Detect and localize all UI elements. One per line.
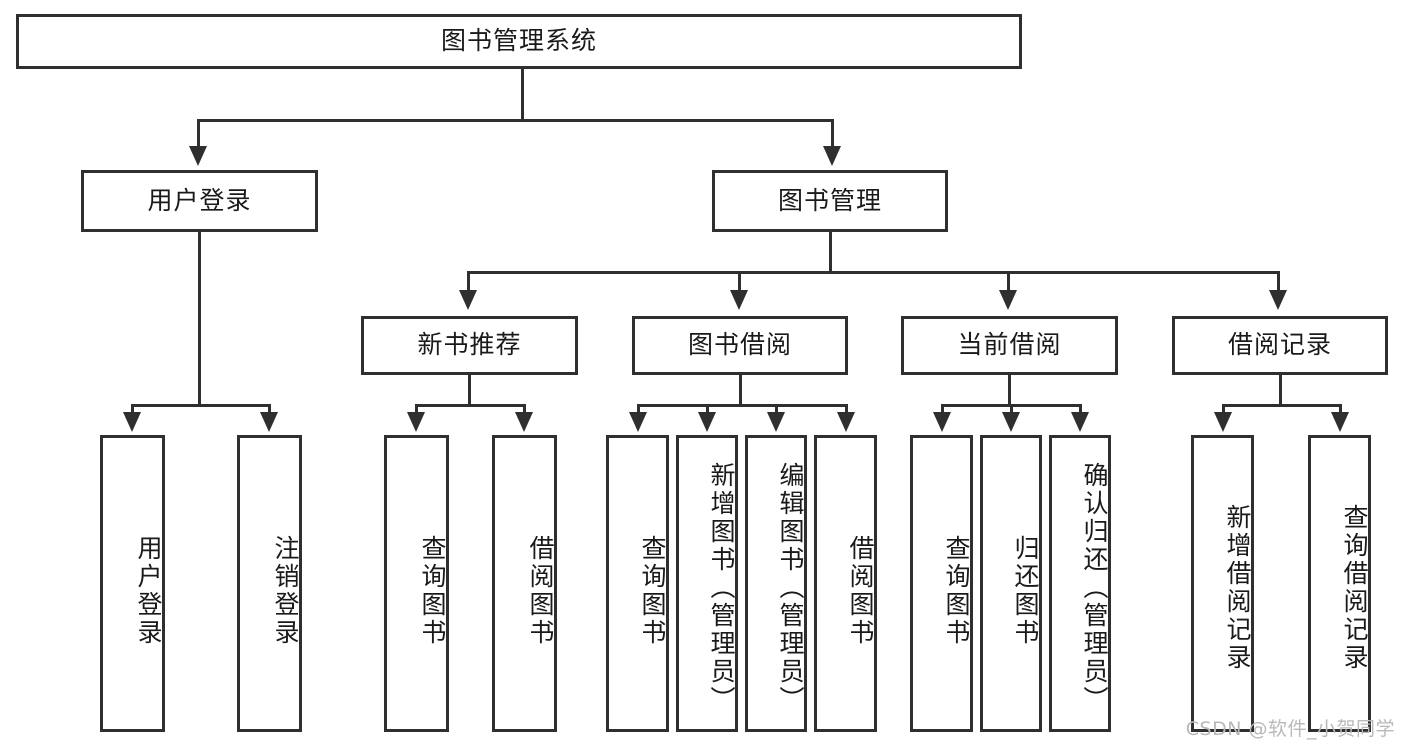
arrowhead-root-to-bookmgmt bbox=[823, 146, 841, 166]
arrowhead-recommend-to-leaf-1 bbox=[407, 412, 425, 432]
arrowhead-borrow-to-leaf-4 bbox=[837, 412, 855, 432]
edge-current-to-leaf-3 bbox=[1079, 404, 1082, 415]
node-label: 图书管理 bbox=[777, 185, 882, 215]
edge-borrow-stem bbox=[739, 375, 742, 406]
edge-record-to-leaf-2 bbox=[1339, 404, 1342, 415]
node-label: 编辑图书（管理员） bbox=[776, 461, 805, 714]
edge-recommend-stem bbox=[468, 375, 471, 406]
arrowhead-record-to-leaf-1 bbox=[1214, 412, 1232, 432]
arrowhead-bookmgmt-to-l3-1 bbox=[459, 290, 477, 310]
edge-login-bus bbox=[131, 404, 268, 407]
leaf-borrow-add-book[interactable]: 新增图书（管理员） bbox=[676, 435, 738, 732]
edge-root-to-bookmgmt bbox=[831, 119, 834, 147]
leaf-recommend-borrow-book[interactable]: 借阅图书 bbox=[492, 435, 557, 732]
node-label: 归还图书 bbox=[1011, 534, 1040, 647]
edge-borrow-bus bbox=[637, 404, 845, 407]
node-new-book-recommend[interactable]: 新书推荐 bbox=[361, 316, 578, 375]
edge-root-bus bbox=[197, 119, 834, 122]
arrowhead-borrow-to-leaf-1 bbox=[629, 412, 647, 432]
node-label: 注销登录 bbox=[271, 534, 300, 647]
edge-record-bus bbox=[1222, 404, 1339, 407]
edge-borrow-to-leaf-1 bbox=[637, 404, 640, 415]
node-label: 图书借阅 bbox=[687, 330, 792, 360]
node-root-system[interactable]: 图书管理系统 bbox=[16, 14, 1022, 69]
node-label: 查询图书 bbox=[638, 534, 667, 647]
node-label: 图书管理系统 bbox=[440, 26, 597, 56]
edge-bookmgmt-to-l3-3 bbox=[1007, 271, 1010, 291]
arrowhead-borrow-to-leaf-3 bbox=[767, 412, 785, 432]
node-label: 用户登录 bbox=[147, 185, 252, 215]
node-label: 用户登录 bbox=[134, 534, 163, 647]
edge-record-stem bbox=[1279, 375, 1282, 406]
leaf-current-return-book[interactable]: 归还图书 bbox=[980, 435, 1042, 732]
edge-current-to-leaf-1 bbox=[941, 404, 944, 415]
node-borrow-record[interactable]: 借阅记录 bbox=[1172, 316, 1388, 375]
leaf-borrow-edit-book[interactable]: 编辑图书（管理员） bbox=[745, 435, 807, 732]
node-label: 新增借阅记录 bbox=[1223, 503, 1252, 672]
leaf-logout[interactable]: 注销登录 bbox=[237, 435, 302, 732]
node-label: 借阅图书 bbox=[846, 534, 875, 647]
arrowhead-record-to-leaf-2 bbox=[1331, 412, 1349, 432]
edge-root-to-login bbox=[197, 119, 200, 147]
edge-login-to-leaf-1 bbox=[131, 404, 134, 415]
edge-bookmgmt-to-l3-4 bbox=[1277, 271, 1280, 291]
node-label: 确认归还（管理员） bbox=[1080, 461, 1109, 714]
edge-borrow-to-leaf-2 bbox=[706, 404, 709, 415]
arrowhead-borrow-to-leaf-2 bbox=[698, 412, 716, 432]
arrowhead-current-to-leaf-3 bbox=[1071, 412, 1089, 432]
edge-borrow-to-leaf-3 bbox=[775, 404, 778, 415]
node-label: 新增图书（管理员） bbox=[707, 461, 736, 714]
leaf-borrow-borrow-book[interactable]: 借阅图书 bbox=[814, 435, 877, 732]
edge-record-to-leaf-1 bbox=[1222, 404, 1225, 415]
edge-root-stem bbox=[521, 69, 524, 120]
edge-borrow-to-leaf-4 bbox=[845, 404, 848, 415]
arrowhead-current-to-leaf-2 bbox=[1002, 412, 1020, 432]
edge-recommend-to-leaf-2 bbox=[523, 404, 526, 415]
node-user-login[interactable]: 用户登录 bbox=[81, 170, 318, 232]
node-label: 新书推荐 bbox=[417, 330, 522, 360]
csdn-watermark: CSDN @软件_小贺同学 bbox=[1185, 718, 1395, 740]
edge-login-stem bbox=[198, 232, 201, 406]
edge-bookmgmt-to-l3-1 bbox=[467, 271, 470, 291]
node-label: 查询图书 bbox=[942, 534, 971, 647]
arrowhead-bookmgmt-to-l3-4 bbox=[1269, 290, 1287, 310]
edge-recommend-to-leaf-1 bbox=[415, 404, 418, 415]
node-label: 借阅图书 bbox=[526, 534, 555, 647]
leaf-user-login[interactable]: 用户登录 bbox=[100, 435, 165, 732]
node-label: 查询图书 bbox=[418, 534, 447, 647]
leaf-borrow-query-book[interactable]: 查询图书 bbox=[606, 435, 669, 732]
edge-current-stem bbox=[1008, 375, 1011, 406]
arrowhead-bookmgmt-to-l3-2 bbox=[730, 290, 748, 310]
leaf-current-confirm-return[interactable]: 确认归还（管理员） bbox=[1049, 435, 1111, 732]
arrowhead-login-to-leaf-2 bbox=[260, 412, 278, 432]
node-label: 查询借阅记录 bbox=[1340, 503, 1369, 672]
edge-bookmgmt-to-l3-2 bbox=[738, 271, 741, 291]
edge-bookmgmt-bus bbox=[467, 271, 1280, 274]
node-label: 借阅记录 bbox=[1227, 330, 1332, 360]
arrowhead-bookmgmt-to-l3-3 bbox=[999, 290, 1017, 310]
leaf-recommend-query-book[interactable]: 查询图书 bbox=[384, 435, 449, 732]
edge-current-to-leaf-2 bbox=[1010, 404, 1013, 415]
node-book-borrow[interactable]: 图书借阅 bbox=[632, 316, 848, 375]
arrowhead-root-to-login bbox=[189, 146, 207, 166]
leaf-current-query-book[interactable]: 查询图书 bbox=[910, 435, 973, 732]
arrowhead-recommend-to-leaf-2 bbox=[515, 412, 533, 432]
arrowhead-current-to-leaf-1 bbox=[933, 412, 951, 432]
node-label: 当前借阅 bbox=[957, 330, 1062, 360]
edge-recommend-bus bbox=[415, 404, 523, 407]
edge-bookmgmt-stem bbox=[829, 232, 832, 274]
leaf-record-add-record[interactable]: 新增借阅记录 bbox=[1191, 435, 1254, 732]
node-current-borrow[interactable]: 当前借阅 bbox=[901, 316, 1118, 375]
edge-login-to-leaf-2 bbox=[268, 404, 271, 415]
arrowhead-login-to-leaf-1 bbox=[123, 412, 141, 432]
node-book-management[interactable]: 图书管理 bbox=[712, 170, 948, 232]
leaf-record-query-record[interactable]: 查询借阅记录 bbox=[1308, 435, 1371, 732]
